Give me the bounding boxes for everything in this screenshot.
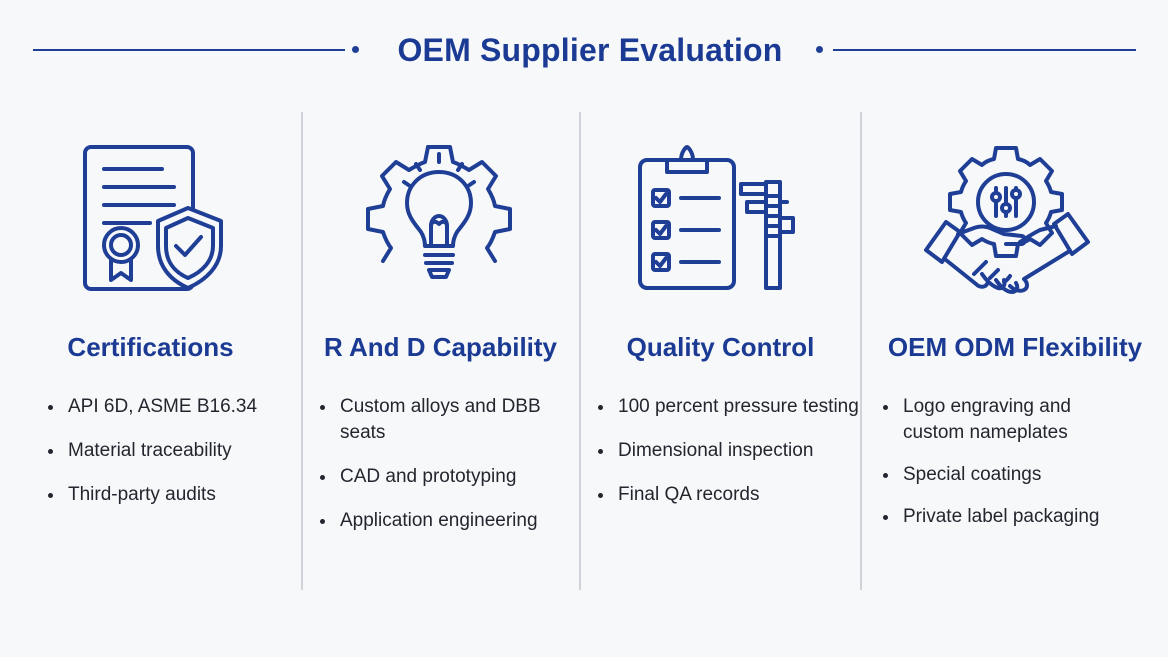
column-certifications: Certifications API 6D, ASME B16.34 Mater… [0,112,301,590]
title-rule-right [833,49,1136,51]
bullet-list: Custom alloys and DBB seats CAD and prot… [320,394,579,552]
column-heading: Quality Control [626,332,815,362]
list-item: Private label packaging [883,504,1113,530]
list-item: Final QA records [598,482,859,508]
column-heading: R And D Capability [323,332,558,362]
title-dot-right [816,46,823,53]
list-item: Third-party audits [48,482,257,508]
title-bar: OEM Supplier Evaluation [0,28,1168,72]
certificate-shield-icon [0,142,301,292]
list-item: API 6D, ASME B16.34 [48,394,257,420]
title-rule-left [33,49,345,51]
list-item: 100 percent pressure testing [598,394,859,420]
bullet-list: 100 percent pressure testing Dimensional… [598,394,859,526]
column-divider [301,112,303,590]
checklist-caliper-icon [581,142,860,292]
page-title: OEM Supplier Evaluation [397,32,783,68]
bullet-list: Logo engraving and custom nameplates Spe… [883,394,1113,546]
column-oem-odm-flexibility: OEM ODM Flexibility Logo engraving and c… [862,112,1168,590]
lightbulb-gear-icon [302,142,579,292]
column-quality-control: Quality Control 100 percent pressure tes… [581,112,860,590]
column-r-and-d: R And D Capability Custom alloys and DBB… [302,112,579,590]
list-item: Application engineering [320,508,579,534]
list-item: Material traceability [48,438,257,464]
list-item: Dimensional inspection [598,438,859,464]
list-item: Special coatings [883,462,1113,488]
list-item: CAD and prototyping [320,464,579,490]
column-heading: OEM ODM Flexibility [887,332,1143,362]
column-heading: Certifications [67,332,234,362]
list-item: Custom alloys and DBB seats [320,394,579,446]
list-item: Logo engraving and custom nameplates [883,394,1113,446]
column-divider [579,112,581,590]
handshake-gear-icon [862,142,1168,294]
bullet-list: API 6D, ASME B16.34 Material traceabilit… [48,394,257,526]
column-divider [860,112,862,590]
title-dot-left [352,46,359,53]
